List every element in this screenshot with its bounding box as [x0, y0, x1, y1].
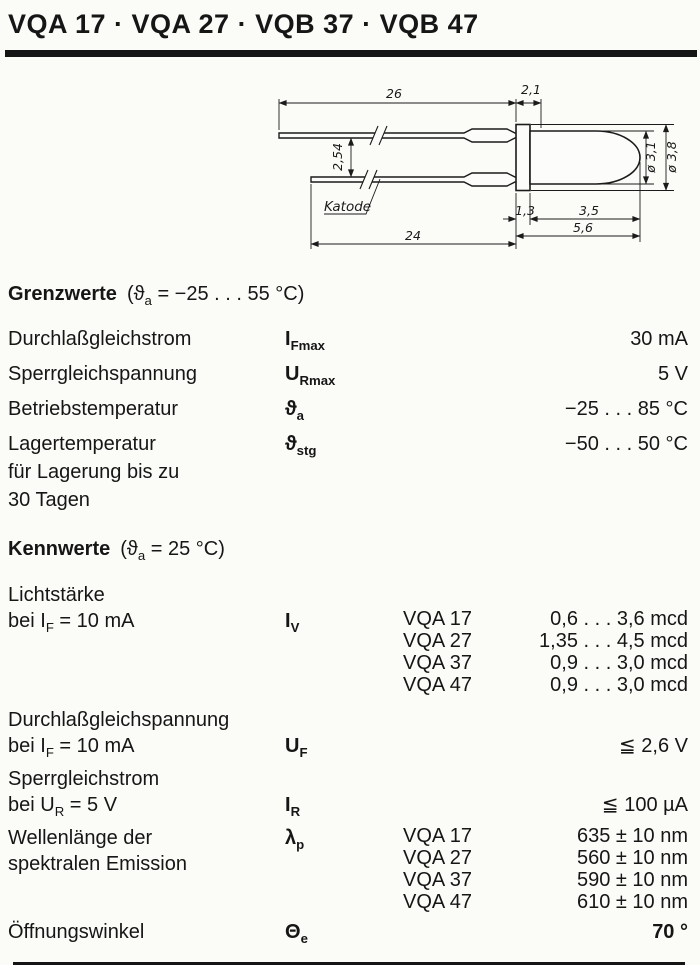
spec-row-sperrgleichstrom: Sperrgleichstrom bei UR = 5 V IR ≦ 100 µ… — [8, 766, 688, 825]
datasheet-page: VQA 17 · VQA 27 · VQB 37 · VQB 47 — [5, 9, 698, 965]
dim-dia-flange: ø 3,8 — [664, 141, 679, 174]
dim-lead-top: 26 — [386, 86, 402, 101]
param-value: 5 V — [657, 363, 688, 385]
device-value: 590 ± 10 nm — [576, 869, 688, 891]
dim-lead-pitch: 2,54 — [330, 143, 345, 171]
device-value: 610 ± 10 nm — [576, 891, 688, 913]
section-grenzwerte: Grenzwerte (ϑa = −25 . . . 55 °C) Durchla… — [8, 283, 688, 514]
param-value: ≦ 2,6 V — [618, 735, 688, 757]
device-type: VQA 37 — [403, 652, 472, 674]
device-value: 0,9 . . . 3,0 mcd — [550, 652, 688, 674]
dimension-lines — [278, 99, 670, 248]
param-name: Lichtstärke bei IF = 10 mA — [8, 584, 135, 635]
variant-row: VQA 37 0,9 . . . 3,0 mcd — [403, 652, 688, 674]
kennwerte-heading-label: Kennwerte — [8, 538, 111, 560]
spec-row-lichtstaerke: Lichtstärke bei IF = 10 mA IV VQA 17 0,6 … — [8, 582, 688, 696]
dim-tip: 2,1 — [521, 82, 541, 97]
spec-row-oeffnungswinkel: Öffnungswinkel Θe 70 ° — [8, 919, 688, 952]
device-type: VQA 17 — [403, 608, 472, 630]
variant-row: VQA 47 0,9 . . . 3,0 mcd — [403, 674, 688, 696]
device-type: VQA 27 — [403, 630, 472, 652]
variant-row: VQA 27 1,35 . . . 4,5 mcd — [403, 630, 688, 652]
dim-dome: 3,5 — [579, 203, 599, 218]
device-type: VQA 37 — [403, 869, 472, 891]
led-outline-drawing: 26 2,1 2,54 Katode 24 ø 3,1 ø 3,8 1,3 3,… — [278, 82, 679, 249]
device-value: 1,35 . . . 4,5 mcd — [539, 630, 688, 652]
param-symbol: UF — [285, 735, 308, 760]
param-symbol: IV — [285, 610, 300, 635]
device-value: 560 ± 10 nm — [576, 847, 688, 869]
anode-lead — [278, 128, 533, 143]
param-name: Öffnungswinkel — [8, 921, 145, 943]
device-type: VQA 27 — [403, 847, 472, 869]
dim-flange: 1,3 — [515, 203, 535, 218]
led-dimension-drawing: 26 2,1 2,54 Katode 24 ø 3,1 ø 3,8 1,3 3,… — [274, 78, 698, 274]
param-value: ≦ 100 µA — [601, 794, 688, 816]
param-symbol: URmax — [285, 363, 336, 388]
spec-content: Grenzwerte (ϑa = −25 . . . 55 °C) Durchla… — [0, 283, 700, 965]
dim-dia-dome: ø 3,1 — [643, 141, 658, 174]
spec-row-durchlassgleichspannung: Durchlaßgleichspannung bei IF = 10 mA UF… — [8, 707, 688, 766]
param-symbol: ϑa — [285, 398, 304, 423]
variant-values: VQA 17 635 ± 10 nm VQA 27 560 ± 10 nm VQA … — [403, 825, 688, 913]
spec-row-sperrgleichspannung: Sperrgleichspannung URmax 5 V — [8, 360, 688, 395]
device-type: VQA 47 — [403, 674, 472, 696]
param-value: 30 mA — [630, 328, 688, 350]
variant-values: VQA 17 0,6 . . . 3,6 mcd VQA 27 1,35 . . .… — [403, 582, 688, 696]
spec-row-durchlassgleichstrom: Durchlaßgleichstrom IFmax 30 mA — [8, 325, 688, 360]
param-name: Durchlaßgleichstrom — [8, 328, 192, 350]
title-rule — [5, 50, 697, 57]
variant-row: VQA 17 0,6 . . . 3,6 mcd — [403, 608, 688, 630]
led-flange — [515, 123, 531, 192]
lead-break-marks — [359, 125, 388, 190]
param-value: −25 . . . 85 °C — [564, 398, 688, 420]
page-title: VQA 17 · VQA 27 · VQB 37 · VQB 47 — [8, 9, 479, 39]
param-name: Wellenlänge der spektralen Emission — [8, 827, 187, 875]
cathode-lead — [310, 172, 533, 187]
dim-total: 5,6 — [573, 220, 593, 235]
variant-row: VQA 17 635 ± 10 nm — [403, 825, 688, 847]
spec-row-wellenlaenge: Wellenlänge der spektralen Emission λp V… — [8, 825, 688, 913]
device-value: 635 ± 10 nm — [576, 825, 688, 847]
led-dome — [529, 130, 641, 185]
param-name: Durchlaßgleichspannung bei IF = 10 mA — [8, 709, 230, 760]
param-symbol: ϑstg — [285, 433, 317, 458]
variant-row: VQA 27 560 ± 10 nm — [403, 847, 688, 869]
param-name: Sperrgleichstrom bei UR = 5 V — [8, 768, 160, 819]
device-value: 0,9 . . . 3,0 mcd — [550, 674, 688, 696]
spec-row-lagertemperatur: Lagertemperatur für Lagerung bis zu 30 T… — [8, 430, 688, 514]
param-symbol: IFmax — [285, 328, 326, 353]
dim-lead-bottom: 24 — [405, 228, 421, 243]
param-name: Betriebstemperatur — [8, 398, 179, 420]
param-symbol: λp — [285, 827, 305, 852]
spec-row-betriebstemperatur: Betriebstemperatur ϑa −25 . . . 85 °C — [8, 395, 688, 430]
param-symbol: IR — [285, 794, 301, 819]
param-name: Sperrgleichspannung — [8, 363, 198, 385]
katode-label: Katode — [324, 199, 371, 215]
katode-leader-line — [324, 178, 381, 215]
device-value: 0,6 . . . 3,6 mcd — [550, 608, 688, 630]
param-value: −50 . . . 50 °C — [564, 433, 688, 455]
device-type: VQA 47 — [403, 891, 472, 913]
section-kennwerte: Kennwerte (ϑa = 25 °C) Lichtstärke bei IF… — [8, 538, 688, 952]
param-name: Lagertemperatur für Lagerung bis zu 30 T… — [8, 433, 180, 511]
device-type: VQA 17 — [403, 825, 472, 847]
kennwerte-heading: Kennwerte (ϑa = 25 °C) — [8, 538, 688, 567]
grenzwerte-condition: (ϑa = −25 . . . 55 °C) — [126, 283, 305, 308]
variant-row: VQA 47 610 ± 10 nm — [403, 891, 688, 913]
param-value: 70 ° — [652, 921, 688, 943]
variant-row: VQA 37 590 ± 10 nm — [403, 869, 688, 891]
kennwerte-condition: (ϑa = 25 °C) — [120, 538, 225, 563]
grenzwerte-heading-label: Grenzwerte — [8, 283, 117, 305]
param-symbol: Θe — [285, 921, 308, 946]
grenzwerte-heading: Grenzwerte (ϑa = −25 . . . 55 °C) — [8, 283, 688, 312]
